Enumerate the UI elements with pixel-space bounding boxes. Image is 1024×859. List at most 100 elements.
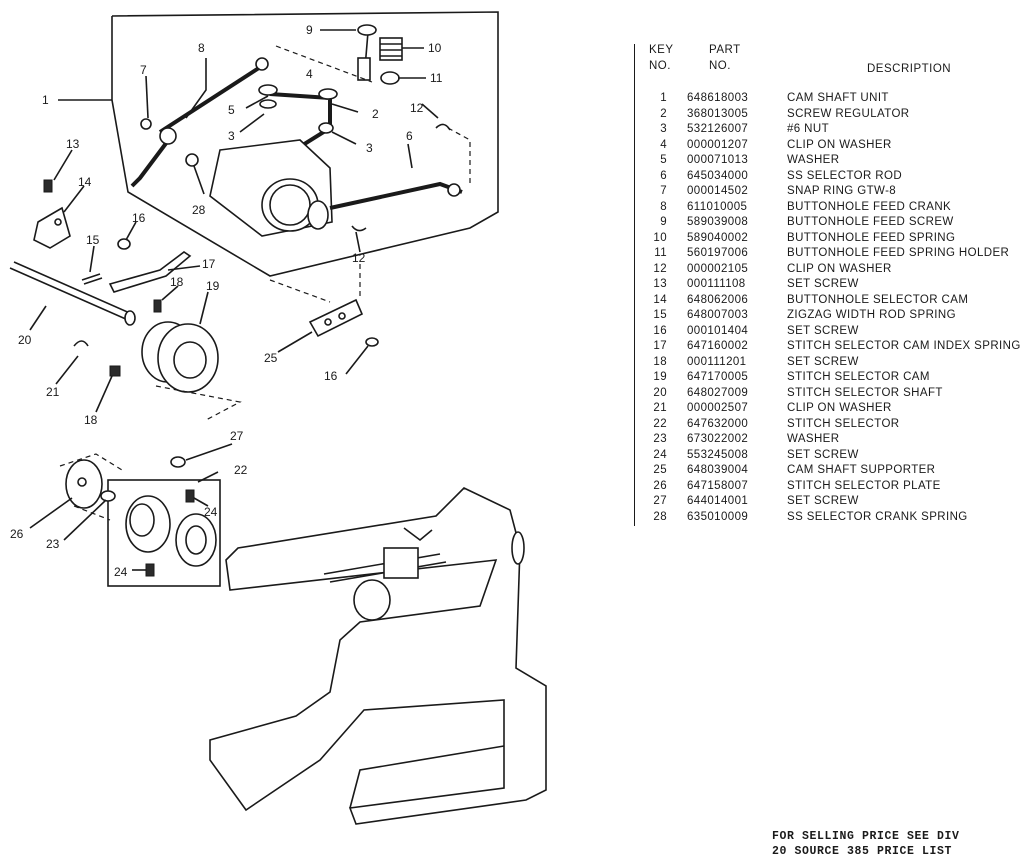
callout-24: 24 — [204, 505, 218, 519]
callout-23: 23 — [46, 537, 60, 551]
part-number-cell: 553245008 — [687, 448, 749, 461]
part-number-cell: 645034000 — [687, 169, 749, 182]
description-cell: SET SCREW — [787, 355, 859, 368]
callout-16b: 16 — [324, 369, 338, 383]
part-number-cell: 647160002 — [687, 340, 749, 352]
description-cell: ZIGZAG WIDTH ROD SPRING — [787, 309, 956, 321]
description-cell: WASHER — [787, 433, 840, 445]
callout-14: 14 — [78, 175, 92, 189]
cam-shaft-supporter — [269, 260, 379, 347]
callout-22: 22 — [234, 463, 248, 477]
callout-16: 16 — [132, 211, 146, 225]
key-cell: 15 — [653, 309, 667, 321]
key-cell: 4 — [660, 138, 667, 151]
callout-18: 18 — [170, 275, 184, 289]
key-cell: 3 — [660, 123, 667, 135]
callout-3b: 3 — [366, 141, 373, 155]
key-cell: 14 — [653, 293, 667, 306]
description-cell: STITCH SELECTOR CAM — [787, 371, 930, 383]
description-cell: STITCH SELECTOR — [787, 417, 900, 430]
callout-27: 27 — [230, 429, 244, 443]
part-number-cell: 000111108 — [687, 278, 746, 290]
description-cell: CLIP ON WASHER — [787, 138, 892, 151]
part-number-cell: 560197006 — [687, 247, 749, 259]
callout-9: 9 — [306, 23, 313, 37]
callout-7: 7 — [140, 63, 147, 77]
part-number-cell: 648027009 — [687, 386, 749, 399]
part-number-cell: 648618003 — [687, 92, 749, 104]
key-cell: 26 — [653, 479, 667, 492]
key-cell: 16 — [653, 324, 667, 337]
part-number-cell: 647158007 — [687, 479, 749, 492]
part-number-cell: 647632000 — [687, 417, 749, 430]
callout-15: 15 — [86, 233, 100, 247]
callout-6: 6 — [406, 129, 413, 143]
table-row: 16 000101404 SET SCREW — [635, 325, 1020, 341]
key-cell: 6 — [660, 169, 667, 182]
footer-line-2: 20 SOURCE 385 PRICE LIST — [772, 845, 953, 858]
callout-labels: 1 2 3 3 4 5 6 7 8 9 10 11 12 12 13 14 15… — [10, 23, 443, 579]
description-cell: BUTTONHOLE FEED SPRING HOLDER — [787, 247, 1010, 259]
key-header-line1: KEY — [649, 44, 674, 56]
key-header-line2: NO. — [649, 60, 671, 72]
key-cell: 7 — [660, 185, 667, 197]
key-cell: 11 — [654, 247, 667, 259]
cam-shaft-unit-assembly — [111, 11, 499, 277]
part-number-cell: 589040002 — [687, 231, 749, 244]
footer-line-1: FOR SELLING PRICE SEE DIV — [772, 830, 960, 843]
description-cell: SCREW REGULATOR — [787, 107, 910, 120]
part-number-cell: 589039008 — [687, 216, 749, 228]
description-header: DESCRIPTION — [867, 63, 952, 75]
callout-19: 19 — [206, 279, 220, 293]
buttonhole-selector-cam — [33, 179, 71, 249]
description-cell: SET SCREW — [787, 448, 859, 461]
callout-25: 25 — [264, 351, 278, 365]
key-cell: 2 — [660, 107, 667, 120]
callout-11: 11 — [430, 71, 443, 85]
part-number-cell: 635010009 — [687, 510, 749, 523]
part-number-cell: 000001207 — [687, 138, 749, 151]
description-cell: STITCH SELECTOR CAM INDEX SPRING — [787, 340, 1021, 352]
key-cell: 12 — [653, 262, 667, 275]
description-cell: SS SELECTOR CRANK SPRING — [787, 510, 968, 523]
part-number-cell: 000101404 — [687, 324, 749, 337]
key-cell: 22 — [653, 417, 667, 430]
part-header-line1: PART — [709, 44, 741, 56]
callout-12b: 12 — [352, 251, 366, 265]
part-header-line2: NO. — [709, 60, 731, 72]
description-cell: STITCH SELECTOR SHAFT — [787, 386, 943, 399]
callout-3: 3 — [228, 129, 235, 143]
price-list-note: FOR SELLING PRICE SEE DIV 20 SOURCE 385 … — [772, 829, 1022, 859]
description-cell: #6 NUT — [787, 123, 830, 135]
leader-lines — [29, 29, 439, 571]
exploded-parts-diagram: 1 2 3 3 4 5 6 7 8 9 10 11 12 12 13 14 15… — [9, 11, 547, 825]
callout-10: 10 — [428, 41, 442, 55]
callout-18b: 18 — [84, 413, 98, 427]
part-number-cell: 532126007 — [687, 123, 749, 135]
callout-26: 26 — [10, 527, 24, 541]
index-spring-group — [81, 238, 192, 313]
key-cell: 5 — [660, 154, 667, 166]
description-cell: SNAP RING GTW-8 — [787, 185, 897, 197]
part-number-cell: 673022002 — [687, 433, 749, 445]
stitch-selector-cam — [109, 321, 242, 421]
description-cell: BUTTONHOLE SELECTOR CAM — [787, 293, 969, 306]
table-row: 14 648062006 BUTTONHOLE SELECTOR CAM — [635, 294, 1020, 310]
part-number-cell: 648062006 — [687, 293, 749, 306]
description-cell: SET SCREW — [787, 324, 859, 337]
